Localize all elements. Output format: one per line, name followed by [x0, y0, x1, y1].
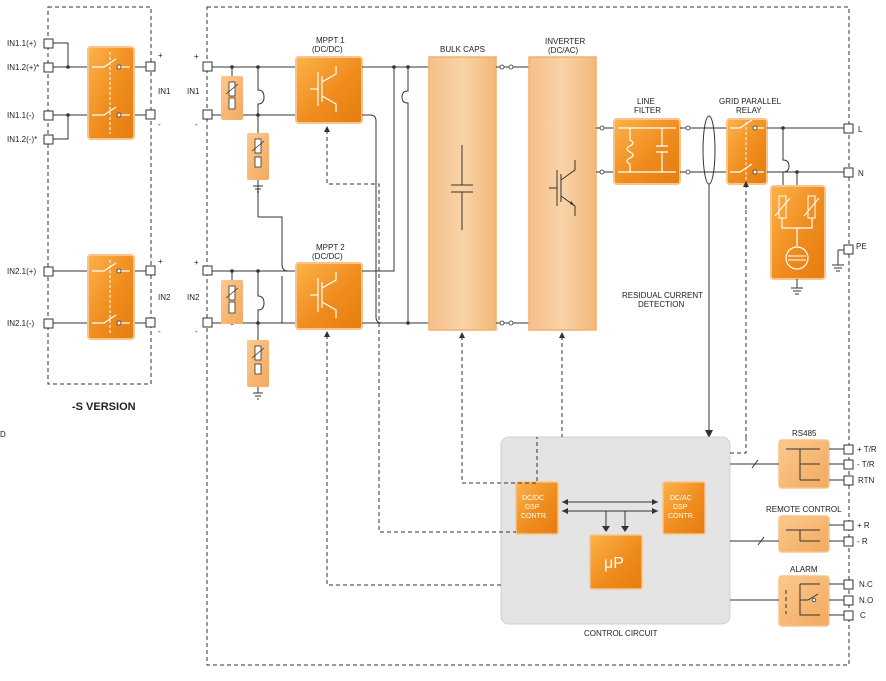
- grid-relay-block: GRID PARALLEL RELAY: [719, 97, 782, 185]
- svg-text:DC/DC: DC/DC: [522, 495, 544, 502]
- dc-disconnect-switch-2: [87, 254, 135, 340]
- mppt1-block: MPPT 1 (DC/DC): [295, 36, 363, 124]
- svg-text:-: -: [158, 120, 161, 129]
- svg-text:IN1.2(-)*: IN1.2(-)*: [7, 135, 37, 144]
- svg-text:IN2.1(-): IN2.1(-): [7, 319, 34, 328]
- svg-text:+ R: + R: [857, 521, 870, 530]
- svg-text:RELAY: RELAY: [736, 106, 762, 115]
- bulk-caps-block: BULK CAPS: [428, 45, 497, 331]
- svg-text:MPPT 1: MPPT 1: [316, 36, 345, 45]
- ac-output-terminals: L N PE: [843, 123, 867, 255]
- svg-text:FILTER: FILTER: [634, 106, 661, 115]
- svg-text:-: -: [195, 327, 198, 336]
- svg-text:CONTROL CIRCUIT: CONTROL CIRCUIT: [584, 629, 658, 638]
- svg-text:+: +: [158, 51, 163, 60]
- svg-text:+: +: [194, 258, 199, 267]
- svg-text:N.C: N.C: [859, 580, 873, 589]
- svg-text:IN1: IN1: [187, 87, 200, 96]
- rcd-label-2: DETECTION: [638, 300, 684, 309]
- svg-text:N.O: N.O: [859, 596, 873, 605]
- svg-text:IN2: IN2: [158, 293, 171, 302]
- svg-text:CONTR.: CONTR.: [668, 513, 695, 520]
- svg-text:-: -: [195, 120, 198, 129]
- svg-text:(DC/DC): (DC/DC): [312, 45, 343, 54]
- svg-text:DSP: DSP: [525, 504, 540, 511]
- svg-text:μP: μP: [604, 555, 624, 572]
- svg-text:DSP: DSP: [673, 504, 688, 511]
- svg-text:+: +: [194, 52, 199, 61]
- remote-control-block: REMOTE CONTROL + R - R: [766, 505, 870, 553]
- svg-text:C: C: [860, 611, 866, 620]
- svg-text:LINE: LINE: [637, 97, 655, 106]
- svg-text:RS485: RS485: [792, 429, 817, 438]
- svg-text:IN1: IN1: [158, 87, 171, 96]
- svg-text:RTN: RTN: [858, 476, 875, 485]
- surge-protection-1: [221, 76, 243, 120]
- svg-text:INVERTER: INVERTER: [545, 37, 586, 46]
- svg-text:REMOTE CONTROL: REMOTE CONTROL: [766, 505, 842, 514]
- svg-text:IN2.1(+): IN2.1(+): [7, 267, 36, 276]
- surge-protection-2: [247, 133, 269, 193]
- ac-surge-protection: [770, 185, 826, 280]
- surge-protection-4: [247, 340, 269, 400]
- svg-text:+: +: [158, 257, 163, 266]
- svg-text:PE: PE: [856, 242, 867, 251]
- line-filter-block: LINE FILTER: [613, 97, 681, 185]
- svg-text:(DC/AC): (DC/AC): [548, 46, 579, 55]
- rcd-label-1: RESIDUAL CURRENT: [622, 291, 703, 300]
- svg-text:DC/AC: DC/AC: [670, 495, 692, 502]
- dc-disconnect-switch-1: [87, 46, 135, 140]
- s-version-label: -S VERSION: [72, 401, 136, 413]
- control-circuit-block: CONTROL CIRCUIT DC/DC DSP CONTR. DC/AC D…: [500, 436, 731, 638]
- svg-text:(DC/DC): (DC/DC): [312, 252, 343, 261]
- svg-text:CONTR.: CONTR.: [521, 513, 548, 520]
- svg-text:L: L: [858, 125, 863, 134]
- current-sensor-ring: [702, 115, 716, 185]
- s-version-inputs: IN1.1(+) IN1.2(+)* IN1.1(-) IN1.2(-)* IN…: [7, 38, 171, 336]
- s-version-box: [47, 6, 152, 385]
- svg-text:- T/R: - T/R: [857, 460, 875, 469]
- svg-text:-: -: [158, 327, 161, 336]
- svg-text:IN2: IN2: [187, 293, 200, 302]
- stray-mark: D: [0, 430, 6, 439]
- mppt2-block: MPPT 2 (DC/DC): [295, 243, 363, 330]
- inverter-boundary: [206, 6, 850, 666]
- svg-text:N: N: [858, 169, 864, 178]
- svg-text:IN1.1(+): IN1.1(+): [7, 39, 36, 48]
- svg-text:IN1.2(+)*: IN1.2(+)*: [7, 63, 39, 72]
- svg-text:+ T/R: + T/R: [857, 445, 877, 454]
- svg-text:IN1.1(-): IN1.1(-): [7, 111, 34, 120]
- svg-text:MPPT 2: MPPT 2: [316, 243, 345, 252]
- rs485-block: RS485 + T/R - T/R RTN: [778, 429, 877, 489]
- svg-text:BULK CAPS: BULK CAPS: [440, 45, 485, 54]
- alarm-block: ALARM N.C N.O C: [778, 565, 873, 627]
- inverter-block: INVERTER (DC/AC): [528, 37, 597, 331]
- surge-protection-3: [221, 280, 243, 324]
- svg-text:ALARM: ALARM: [790, 565, 818, 574]
- svg-text:GRID PARALLEL: GRID PARALLEL: [719, 97, 782, 106]
- svg-text:- R: - R: [857, 537, 868, 546]
